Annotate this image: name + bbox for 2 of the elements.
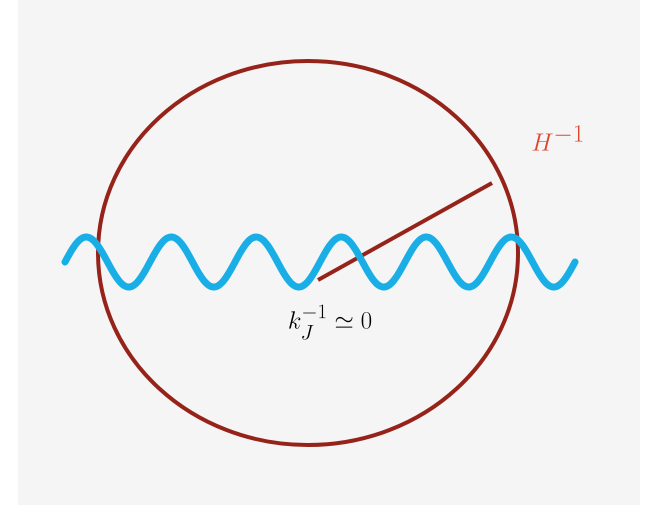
math-label: $k_J^{-1} \simeq 0$ (289, 304, 372, 340)
math-label: $H^{-1}$ (532, 125, 582, 151)
